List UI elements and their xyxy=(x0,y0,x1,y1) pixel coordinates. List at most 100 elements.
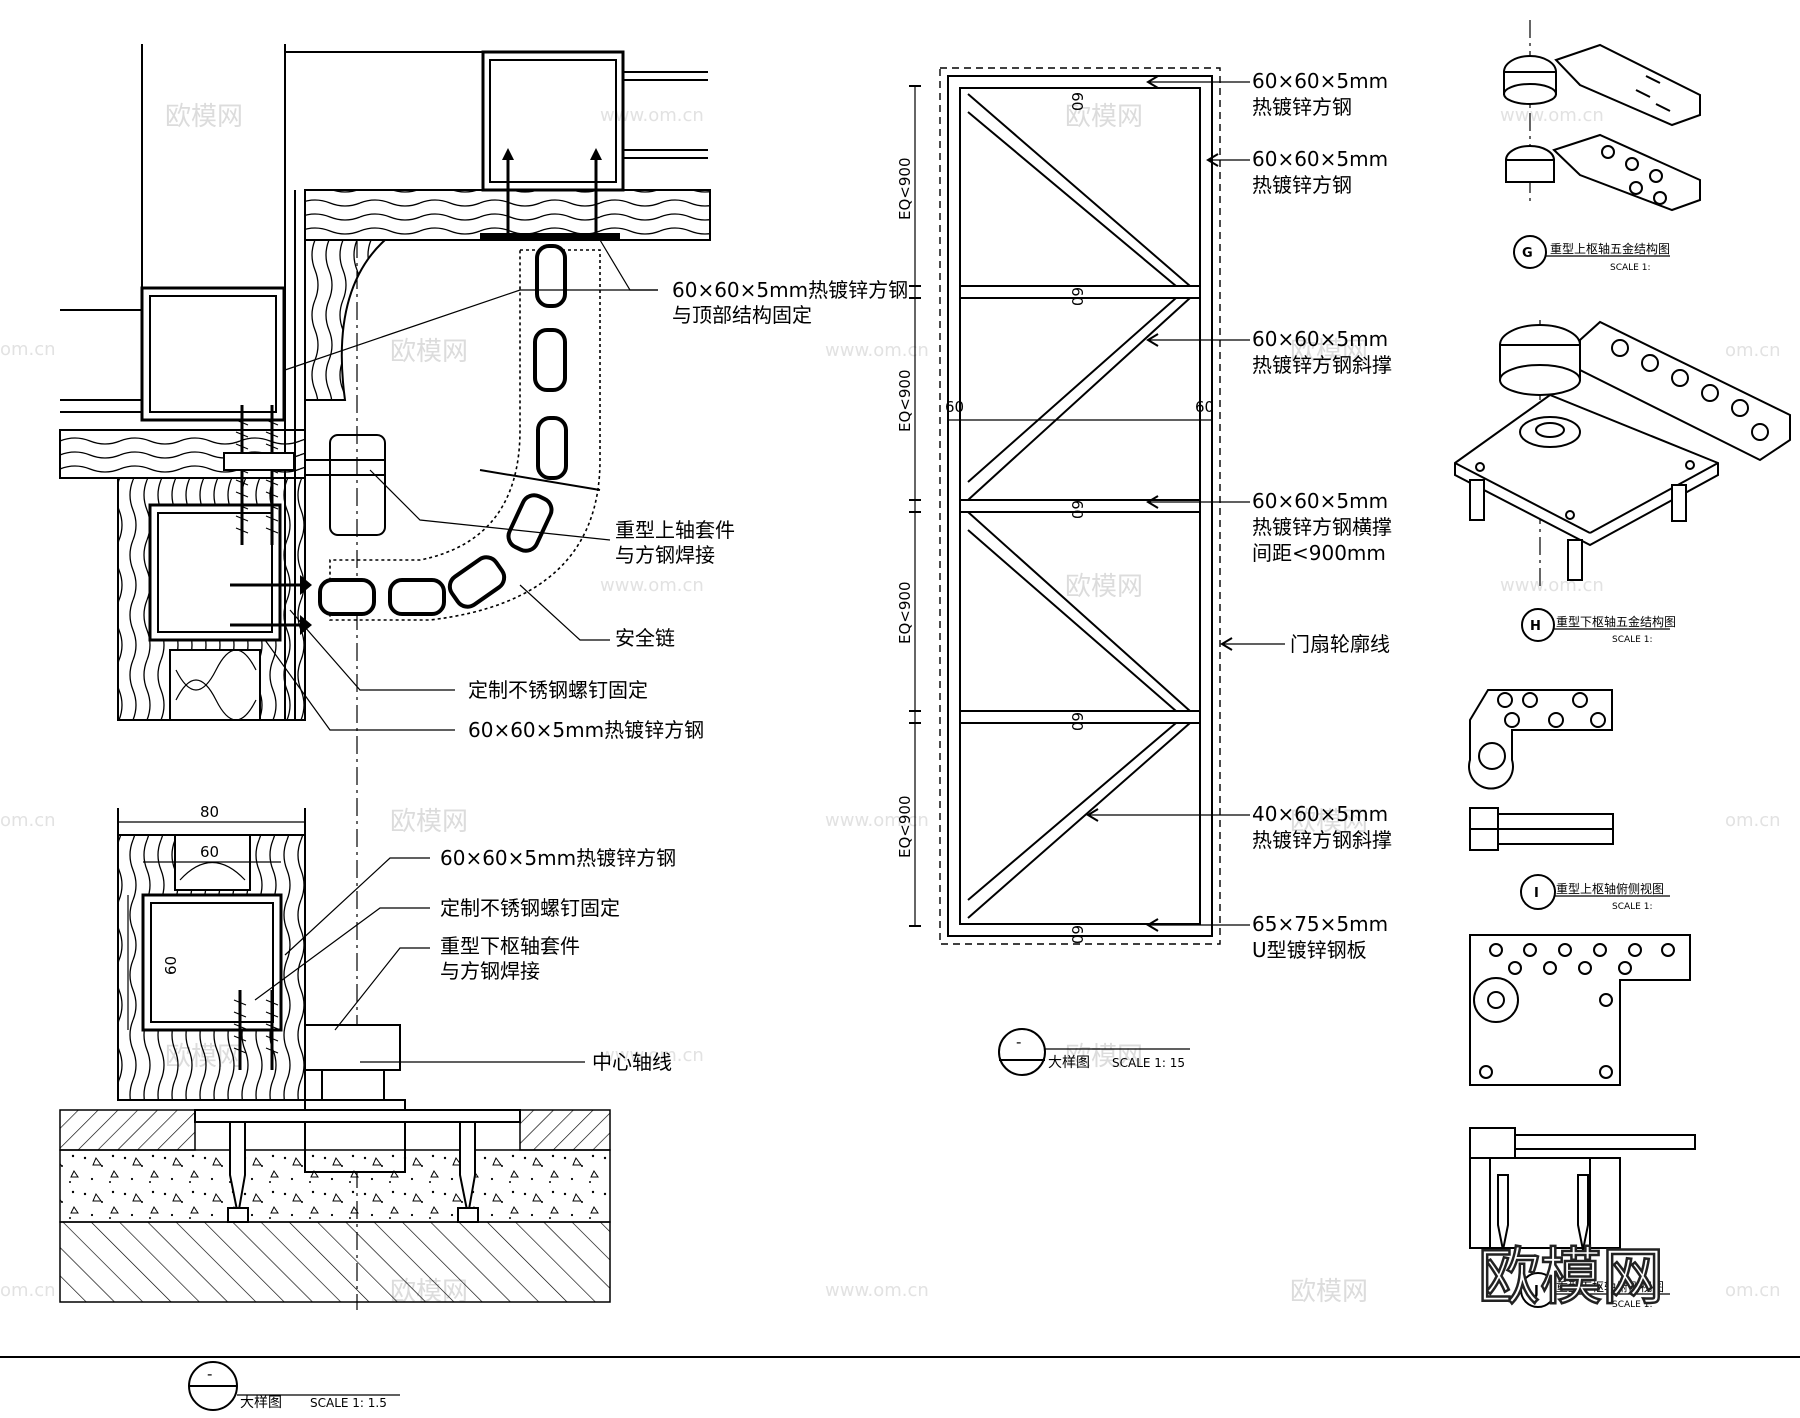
watermark-url: www.om.cn xyxy=(1500,575,1604,596)
callout-upper-pivot: 重型上轴套件 xyxy=(615,518,735,542)
dim-height-60: 60 xyxy=(162,956,180,975)
dim-member-1: 60 xyxy=(1068,287,1086,306)
dim-member-right: 60 xyxy=(1195,398,1214,416)
watermark-url: om.cn xyxy=(0,810,56,831)
scale-middle: SCALE 1: 15 xyxy=(1112,1056,1185,1070)
watermark-brand: 欧模网 xyxy=(1290,807,1368,837)
hardware-scale-h: SCALE 1: xyxy=(1612,635,1652,645)
hardware-scale-g: SCALE 1: xyxy=(1610,263,1650,273)
dim-member-3: 60 xyxy=(1068,712,1086,731)
frame-callout-4-l3: 间距<900mm xyxy=(1252,541,1386,565)
hardware-scale-i: SCALE 1: xyxy=(1612,902,1652,912)
watermark-brand: 欧模网 xyxy=(1290,337,1368,367)
callout-top-tube-note: 与顶部结构固定 xyxy=(672,303,812,327)
hardware-title-i: 重型上枢轴俯侧视图 xyxy=(1556,881,1664,896)
hardware-title-h: 重型下枢轴五金结构图 xyxy=(1556,614,1676,629)
upper-pivot-section xyxy=(59,44,711,1310)
hardware-upper-top-view: I 重型上枢轴俯侧视图 SCALE 1: xyxy=(1468,689,1670,912)
door-leaf-outline xyxy=(939,67,1221,945)
frame-callout-3-l1: 60×60×5mm xyxy=(1252,327,1388,351)
watermark-url: www.om.cn xyxy=(600,575,704,596)
watermark-url: om.cn xyxy=(1725,810,1781,831)
callout-steel-tube: 60×60×5mm热镀锌方钢 xyxy=(468,718,704,742)
callout-top-tube: 60×60×5mm热镀锌方钢 xyxy=(672,278,908,302)
frame-callout-6-l2: 热镀锌方钢斜撑 xyxy=(1252,828,1392,852)
title-symbol-middle: - xyxy=(1016,1033,1021,1051)
frame-callouts: 60×60×5mm 热镀锌方钢 60×60×5mm 热镀锌方钢 60×60×5m… xyxy=(1252,69,1392,962)
lower-pivot-section: 80 60 60 xyxy=(59,803,611,1303)
frame-callout-1-l2: 热镀锌方钢 xyxy=(1252,95,1352,119)
safety-chain xyxy=(318,244,568,616)
watermark-url: om.cn xyxy=(0,1280,56,1301)
dim-eq-1: EQ<900 xyxy=(896,158,914,220)
corner-watermark-logo: 欧模网 xyxy=(1478,1240,1664,1313)
watermark-url: www.om.cn xyxy=(825,340,929,361)
callout-center-axis: 中心轴线 xyxy=(592,1050,672,1074)
dim-member-bottom: 60 xyxy=(1068,925,1086,944)
title-block-left: - 大样图 SCALE 1: 1.5 xyxy=(0,1356,1800,1411)
frame-callout-5: 门扇轮廓线 xyxy=(1290,632,1390,656)
dim-width-80: 80 xyxy=(200,803,219,821)
frame-callout-4-l2: 热镀锌方钢横撑 xyxy=(1252,515,1392,539)
scale-left: SCALE 1: 1.5 xyxy=(310,1396,387,1410)
callout-screws: 定制不锈钢螺钉固定 xyxy=(468,678,648,702)
frame-leaders xyxy=(1086,75,1285,932)
frame-callout-3-l2: 热镀锌方钢斜撑 xyxy=(1252,353,1392,377)
callout-lower-pivot: 重型下枢轴套件 xyxy=(440,934,580,958)
upper-callouts: 60×60×5mm热镀锌方钢 与顶部结构固定 重型上轴套件 与方钢焊接 安全链 … xyxy=(468,278,908,742)
frame-callout-6-l1: 40×60×5mm xyxy=(1252,802,1388,826)
callout-lower-tube: 60×60×5mm热镀锌方钢 xyxy=(440,846,676,870)
door-frame-elevation: EQ<900 EQ<900 EQ<900 EQ<900 60 60 60 60 … xyxy=(896,67,1221,945)
dim-member-left: 60 xyxy=(945,398,964,416)
left-steel-tube xyxy=(140,286,286,422)
frame-callout-1-l1: 60×60×5mm xyxy=(1252,69,1388,93)
callout-upper-pivot-note: 与方钢焊接 xyxy=(615,543,715,567)
lower-leaders xyxy=(254,857,585,1063)
title-symbol-left: - xyxy=(207,1365,212,1383)
hardware-symbol-g: G xyxy=(1522,246,1533,261)
callout-lower-pivot-note: 与方钢焊接 xyxy=(440,959,540,983)
frame-callout-7-l1: 65×75×5mm xyxy=(1252,912,1388,936)
watermark-url: www.om.cn xyxy=(1500,105,1604,126)
frame-callout-2-l1: 60×60×5mm xyxy=(1252,147,1388,171)
title-block-middle: - 大样图 SCALE 1: 15 xyxy=(998,1028,1190,1076)
watermark-brand: 欧模网 xyxy=(1065,572,1143,602)
callout-safety-chain: 安全链 xyxy=(615,626,675,650)
upper-leaders xyxy=(264,239,658,731)
lower-pivot-sleeve xyxy=(304,1024,401,1071)
safety-chain-envelope xyxy=(329,249,601,621)
watermark-url: om.cn xyxy=(1725,340,1781,361)
watermark-brand: 欧模网 xyxy=(390,337,468,367)
dim-eq-4: EQ<900 xyxy=(896,796,914,858)
lower-callouts: 60×60×5mm热镀锌方钢 定制不锈钢螺钉固定 重型下枢轴套件 与方钢焊接 中… xyxy=(440,846,676,1074)
watermark-url: om.cn xyxy=(0,339,56,360)
anchor-bolts xyxy=(223,148,620,635)
watermark-url: www.om.cn xyxy=(825,810,929,831)
hardware-lower-top-view: J 重型下枢轴俯侧视图 SCALE 1: xyxy=(1469,934,1696,1310)
watermark-url: www.om.cn xyxy=(600,105,704,126)
dim-eq-3: EQ<900 xyxy=(896,582,914,644)
watermark-brand: 欧模网 xyxy=(165,102,243,132)
dim-member-top: 60 xyxy=(1068,92,1086,111)
hardware-symbol-i: I xyxy=(1534,886,1539,901)
callout-lower-screws: 定制不锈钢螺钉固定 xyxy=(440,896,620,920)
frame-callout-2-l2: 热镀锌方钢 xyxy=(1252,173,1352,197)
watermark-url: www.om.cn xyxy=(825,1280,929,1301)
hardware-symbol-h: H xyxy=(1530,619,1541,634)
watermark-brand: 欧模网 xyxy=(390,807,468,837)
hardware-title-g: 重型上枢轴五金结构图 xyxy=(1550,241,1670,256)
dim-width-60: 60 xyxy=(200,843,219,861)
watermark-brand: 欧模网 xyxy=(1065,1042,1143,1072)
title-left: 大样图 xyxy=(240,1395,282,1411)
hardware-upper-pivot: G 重型上枢轴五金结构图 SCALE 1: xyxy=(1503,20,1701,273)
hardware-lower-pivot: H 重型下枢轴五金结构图 SCALE 1: xyxy=(1454,320,1791,645)
lower-steel-tube xyxy=(141,893,283,1032)
frame-callout-4-l1: 60×60×5mm xyxy=(1252,489,1388,513)
watermark-brand: 欧模网 xyxy=(1290,1277,1368,1307)
title-middle: 大样图 xyxy=(1048,1055,1090,1071)
watermark-url: www.om.cn xyxy=(600,1045,704,1066)
watermark-brand: 欧模网 xyxy=(1065,102,1143,132)
hardware-scale-j: SCALE 1: xyxy=(1612,1300,1652,1310)
hardware-title-j: 重型下枢轴俯侧视图 xyxy=(1556,1279,1664,1294)
